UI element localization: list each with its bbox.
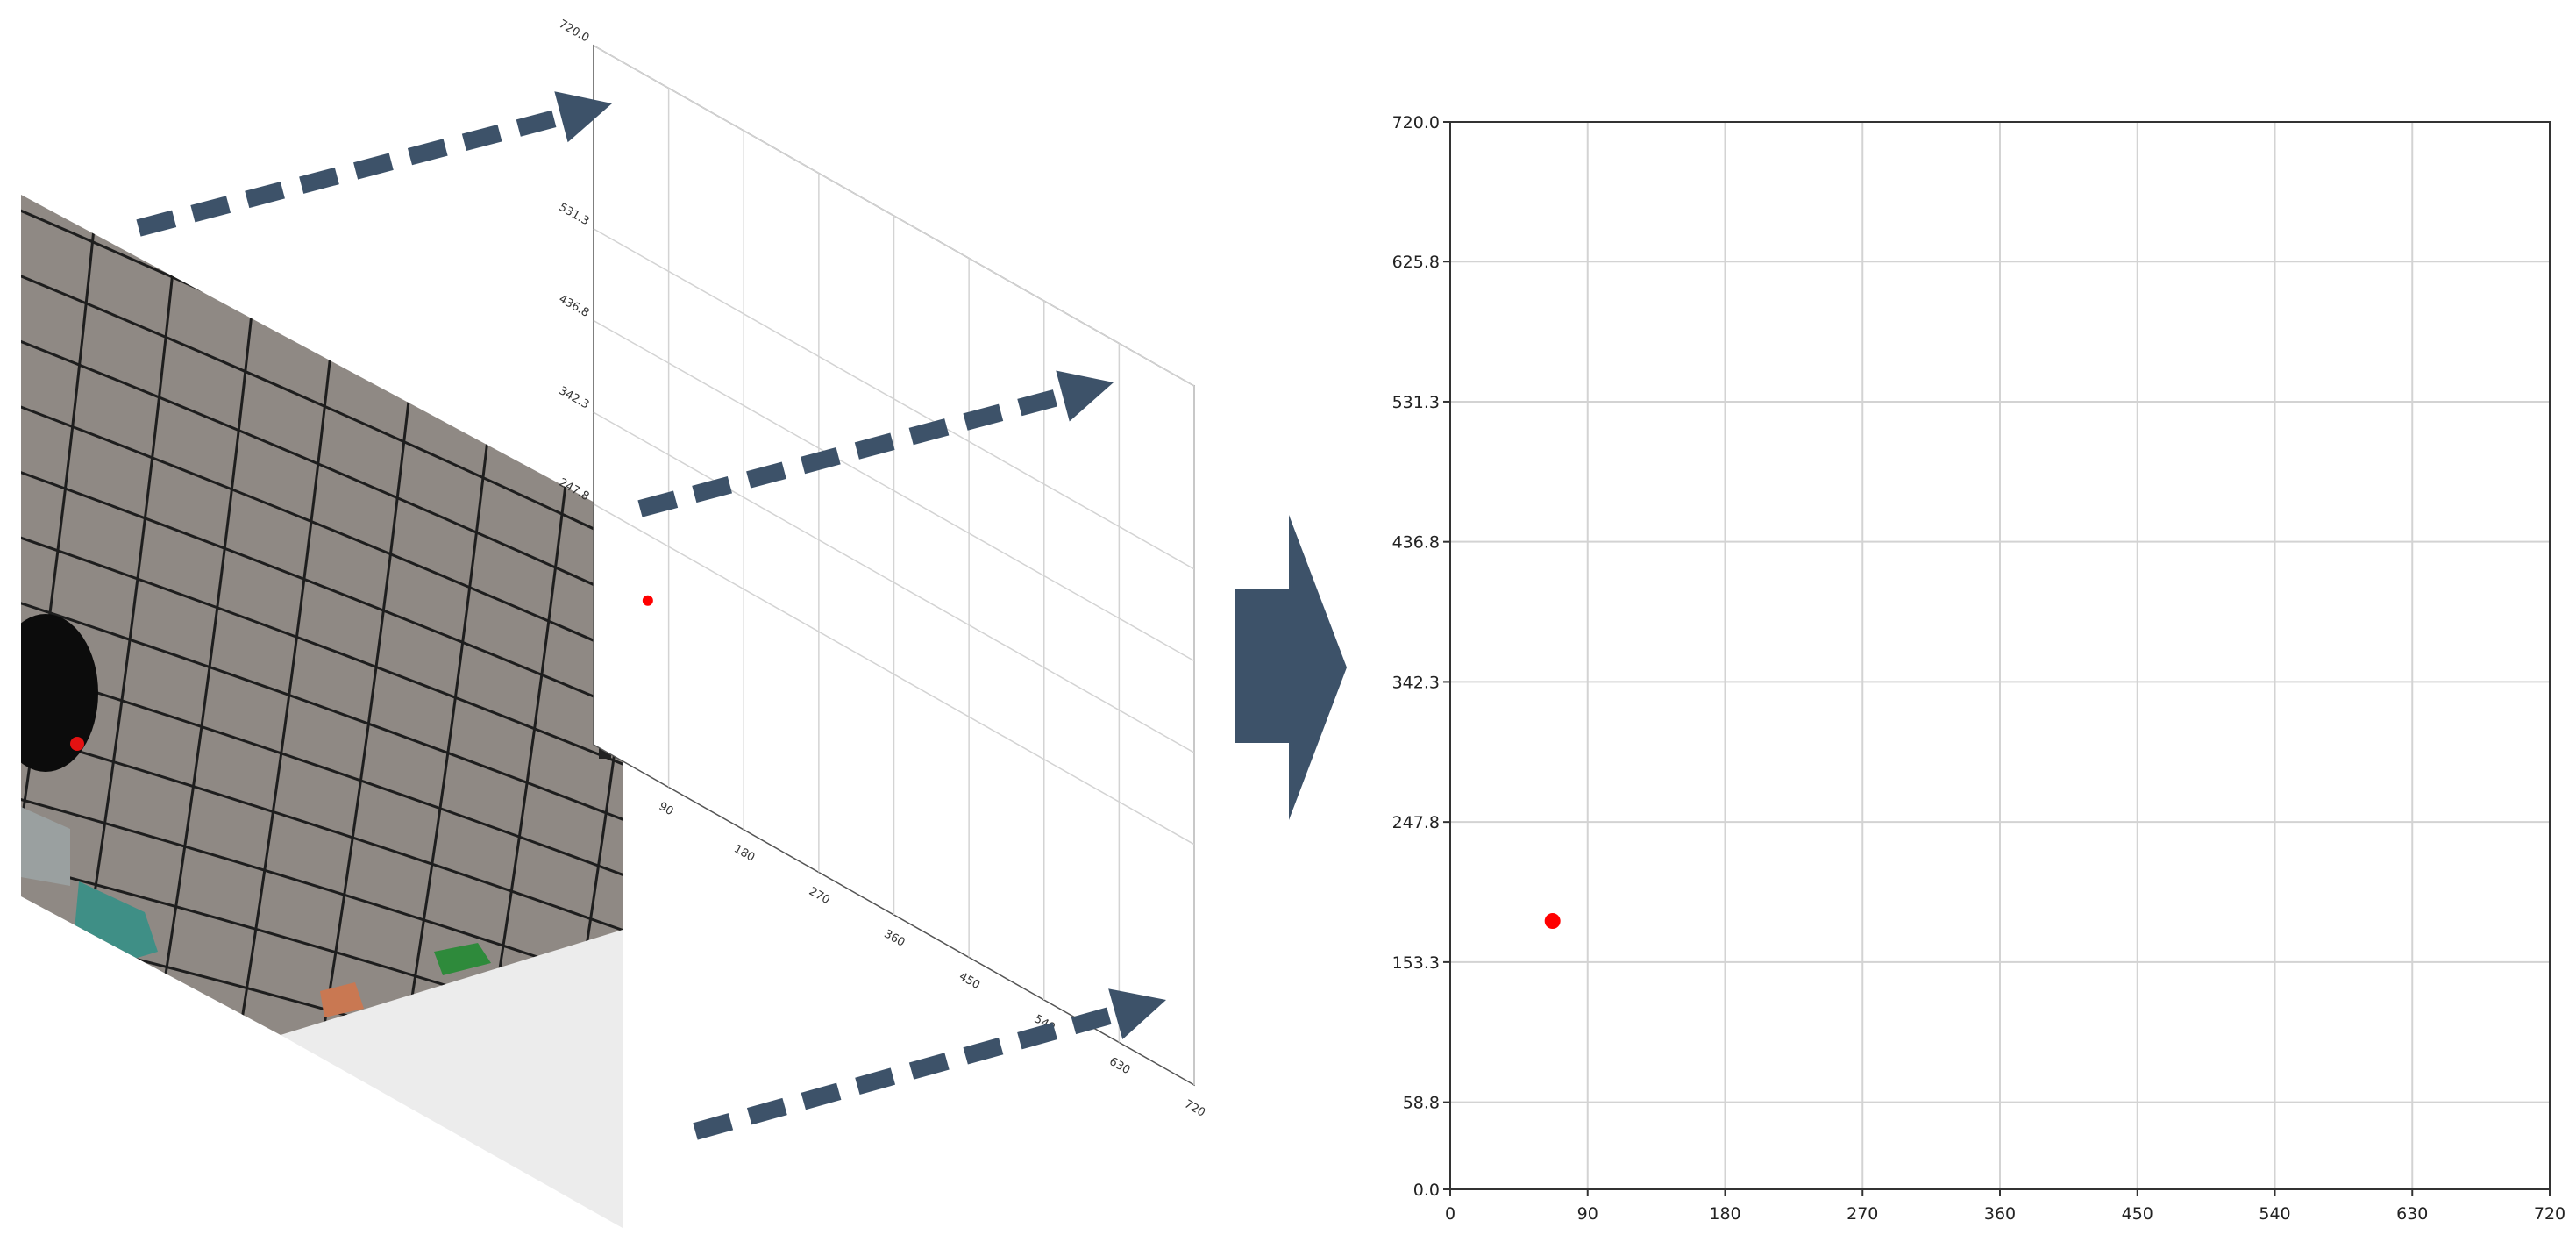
y-tick-label: 342.3 [1392,673,1440,692]
x-tick-label: 0 [1445,1204,1455,1224]
x-tick-label: 270 [807,885,832,907]
y-tick-label: 436.8 [557,293,592,320]
x-tick-label: 180 [1709,1204,1740,1224]
y-tick-label: 58.8 [1403,1094,1440,1113]
x-tick-label: 450 [957,970,982,992]
y-tick-label: 531.3 [1392,393,1440,412]
grid-line [593,411,1195,753]
data-point [642,595,653,606]
y-tick-label: 720.0 [1392,113,1440,132]
x-tick-label: 720 [2534,1204,2565,1224]
y-tick-label: 531.3 [557,201,592,228]
x-tick-label: 90 [657,800,676,818]
tile-line [21,266,623,548]
tile-line [21,195,103,1035]
grid-line [593,45,1195,387]
dashed-arrow-icon [693,1005,1118,1140]
dashed-arrow-icon [136,108,564,237]
plot-frame [1449,121,2551,1190]
y-tick-label: 436.8 [1392,533,1440,553]
tile-line [21,726,623,935]
tile-line [0,158,18,1053]
robot-body [21,614,98,772]
grid-line [593,503,1195,846]
x-tick-label: 630 [1107,1055,1132,1077]
dashed-arrow-icon [637,387,1065,517]
y-tick-label: 0.0 [1413,1181,1440,1200]
x-tick-label: 720 [1182,1097,1207,1119]
orange-object [320,982,364,1017]
green-object [434,943,491,975]
skewed-plane-plot: 90180270360450540630720247.8342.3436.853… [557,18,1207,1120]
grid-line [593,319,1195,662]
y-tick-label: 720.0 [557,18,592,45]
arrow-head-icon [554,91,612,143]
ground-shadow [281,930,623,1228]
grid-line [593,228,1195,570]
tile-line [568,195,623,1035]
x-tick-label: 180 [731,842,757,864]
tile-line [21,595,623,824]
arrow-head-icon [1108,988,1166,1040]
block-arrow-right-icon [1235,515,1347,820]
y-tick-label: 342.3 [557,384,592,411]
robot-red-light [70,737,84,751]
x-tick-label: 360 [1984,1204,2016,1224]
tile-line [21,529,623,769]
tile-line [21,463,623,714]
dashed-arrows [136,91,1166,1140]
arrow-head-icon [1056,370,1114,422]
tile-line [21,332,623,603]
x-tick-label: 450 [2122,1204,2153,1224]
y-tick-label: 247.8 [1392,813,1440,832]
x-tick-label: 270 [1847,1204,1878,1224]
grey-object [21,807,70,886]
tile-line [21,397,623,659]
y-tick-label: 625.8 [1392,253,1440,272]
x-tick-label: 360 [882,927,907,949]
y-tick-label: 153.3 [1392,953,1440,973]
x-tick-label: 630 [2396,1204,2428,1224]
data-point [1544,913,1561,930]
x-tick-label: 540 [2259,1204,2290,1224]
x-tick-label: 90 [1577,1204,1598,1224]
top-down-plot: 0 90 180 270 360 450 540 630 720 0.0 58.8 153.3 247.… [1392,113,2566,1224]
